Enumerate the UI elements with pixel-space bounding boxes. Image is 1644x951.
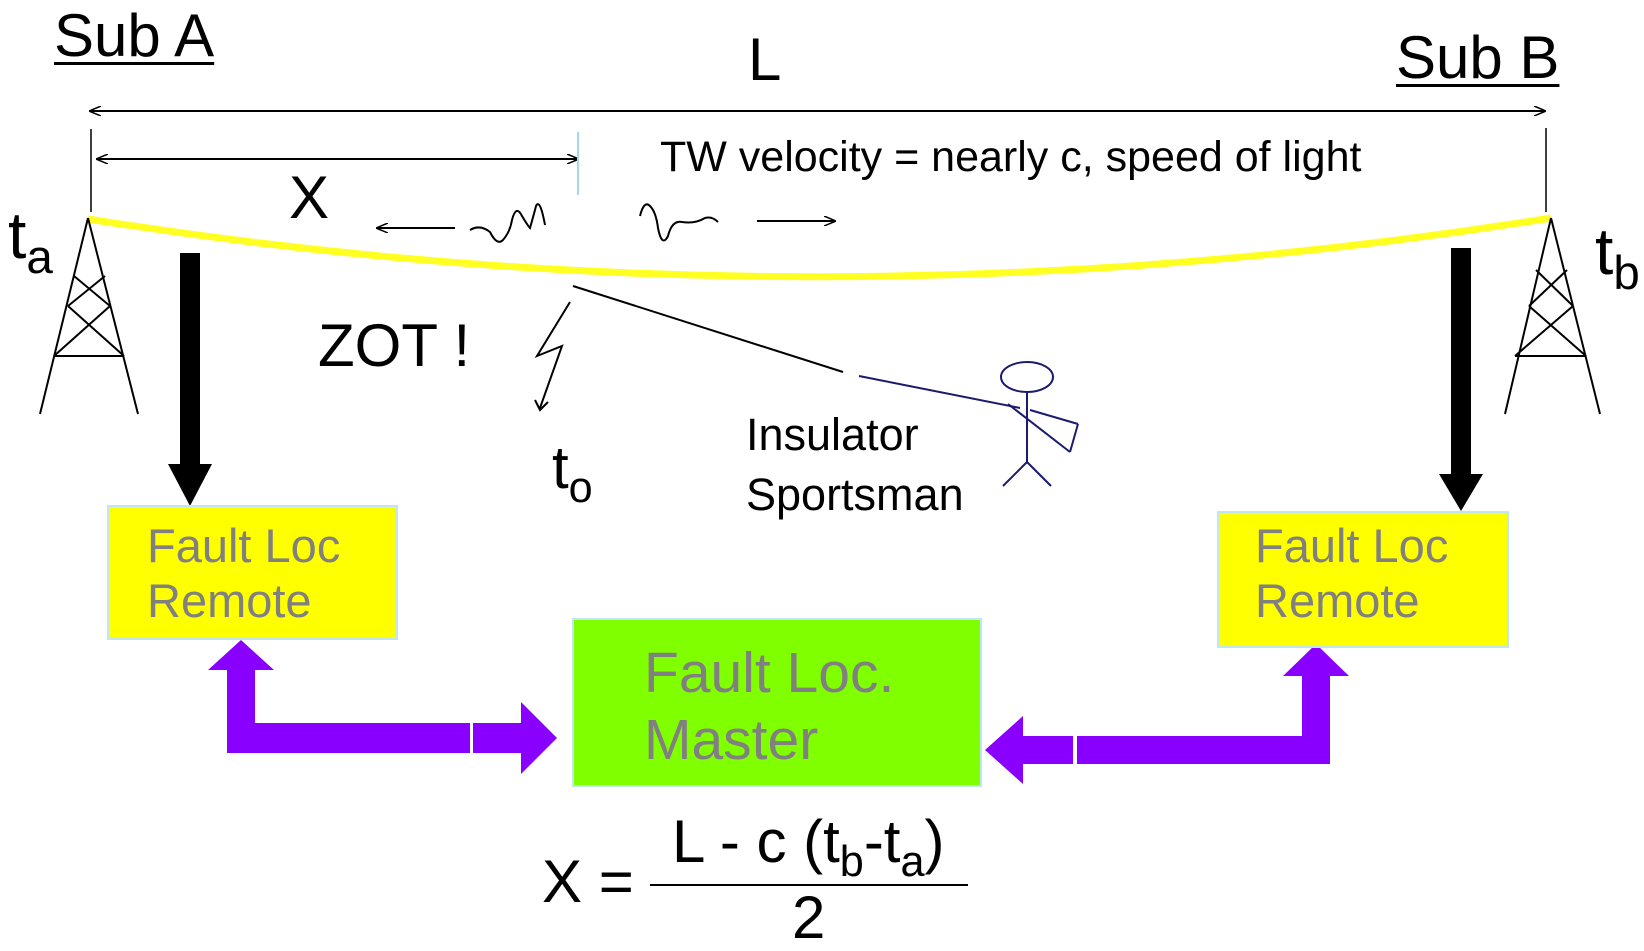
time-o-label: to [552,434,593,512]
sportsman-label-line2: Sportsman [746,469,964,520]
master-line2: Master [644,707,819,772]
tw-velocity-label: TW velocity = nearly c, speed of light [660,133,1362,181]
time-a-label: ta [8,198,53,285]
remote-a-line2: Remote [147,573,312,627]
fault-loc-remote-a: Fault Loc Remote [107,505,398,640]
tower-b-icon [1504,217,1601,415]
tower-a-icon [39,217,139,415]
distance-x-label: X [289,164,330,231]
sub-b-label: Sub B [1396,24,1560,91]
comm-arrow-right [985,644,1349,784]
lightning-bolt-icon [534,301,571,412]
master-line1: Fault Loc. [644,641,895,705]
length-label: L [748,26,782,93]
formula-denominator: 2 [792,884,826,951]
fault-loc-remote-b: Fault Loc Remote [1217,511,1509,648]
fault-loc-master: Fault Loc. Master [572,618,982,787]
insulator-sportsman-icon [858,361,1079,487]
formula-lhs: X = [542,848,634,915]
shot-line [572,285,844,373]
remote-a-line1: Fault Loc [147,519,341,572]
time-b-label: tb [1595,214,1640,301]
formula-numerator: L - c (tb-ta) [672,808,945,886]
zot-label: ZOT ! [318,312,471,379]
remote-b-line2: Remote [1255,573,1420,627]
signal-arrow-a [168,253,212,506]
signal-arrow-b [1439,248,1483,511]
transmission-line [87,214,1552,281]
sportsman-label-line1: Insulator [746,409,919,460]
comm-arrow-left [208,640,557,774]
traveling-wave-left [377,203,546,243]
traveling-wave-right [639,203,835,242]
sub-a-label: Sub A [54,2,215,69]
remote-b-line1: Fault Loc [1255,519,1449,572]
